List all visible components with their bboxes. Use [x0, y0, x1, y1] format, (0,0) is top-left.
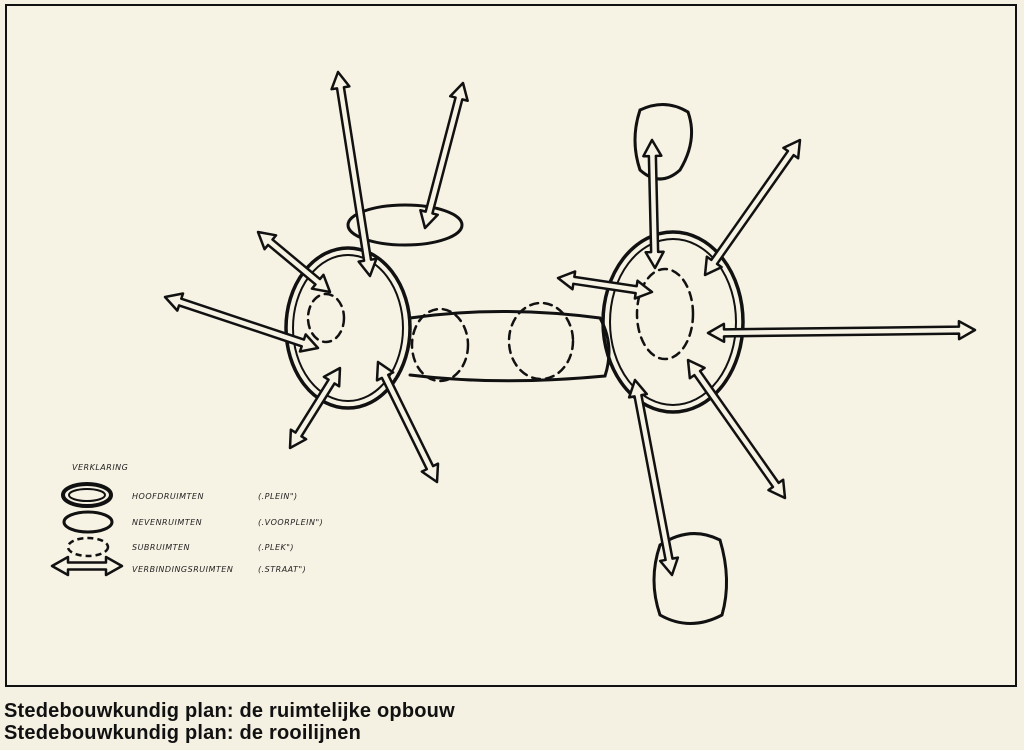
double-arrow-icon — [556, 270, 654, 300]
legend-example-secondary: (.VOORPLEIN") — [258, 518, 323, 527]
double-arrow-icon — [703, 138, 802, 277]
legend-symbol-main-space — [61, 482, 113, 508]
sub-space-street-2 — [507, 301, 575, 381]
secondary-space-top-right — [633, 103, 694, 181]
double-arrow-icon — [375, 360, 440, 484]
double-arrow-icon — [706, 319, 977, 344]
double-arrow-icon — [50, 555, 124, 577]
secondary-space-top-left — [346, 203, 464, 247]
double-arrow-icon — [330, 70, 378, 278]
street-connection — [408, 310, 611, 383]
spatial-structure-diagram: VERKLARING HOOFDRUIMTEN (.PLEIN") NEVENR… — [50, 70, 977, 625]
double-arrow-icon — [256, 230, 332, 294]
legend-example-connection: (.STRAAT") — [258, 565, 306, 574]
legend-example-sub: (.PLEK") — [258, 543, 294, 552]
legend-label-main: HOOFDRUIMTEN — [132, 492, 204, 501]
legend-title: VERKLARING — [72, 463, 128, 472]
legend-label-sub: SUBRUIMTEN — [132, 543, 190, 552]
legend-label-connection: VERBINDINGSRUIMTEN — [132, 565, 233, 574]
diagram-frame — [5, 4, 1017, 687]
double-arrow-icon — [627, 378, 680, 577]
secondary-space-bottom-right — [652, 532, 729, 625]
double-arrow-icon — [686, 358, 787, 500]
legend: VERKLARING HOOFDRUIMTEN (.PLEIN") NEVENR… — [50, 463, 323, 577]
caption-spatial-structure: Stedebouwkundig plan: de ruimtelijke opb… — [4, 700, 455, 722]
double-arrow-icon — [642, 138, 665, 270]
double-arrow-icon — [163, 292, 320, 353]
main-space-right — [601, 230, 745, 414]
sub-space-right — [635, 267, 695, 361]
legend-symbol-sub-space — [66, 536, 110, 558]
main-space-left — [284, 246, 412, 410]
sub-space-street-1 — [410, 307, 470, 383]
sub-space-left — [306, 292, 346, 344]
legend-label-secondary: NEVENRUIMTEN — [132, 518, 202, 527]
connection-arrows — [163, 70, 977, 577]
double-arrow-icon — [288, 366, 342, 450]
legend-symbol-connection — [50, 555, 124, 577]
double-arrow-icon — [419, 81, 469, 230]
legend-symbol-secondary-space — [62, 510, 114, 534]
legend-example-main: (.PLEIN") — [258, 492, 298, 501]
caption-building-lines: Stedebouwkundig plan: de rooilijnen — [4, 722, 361, 744]
